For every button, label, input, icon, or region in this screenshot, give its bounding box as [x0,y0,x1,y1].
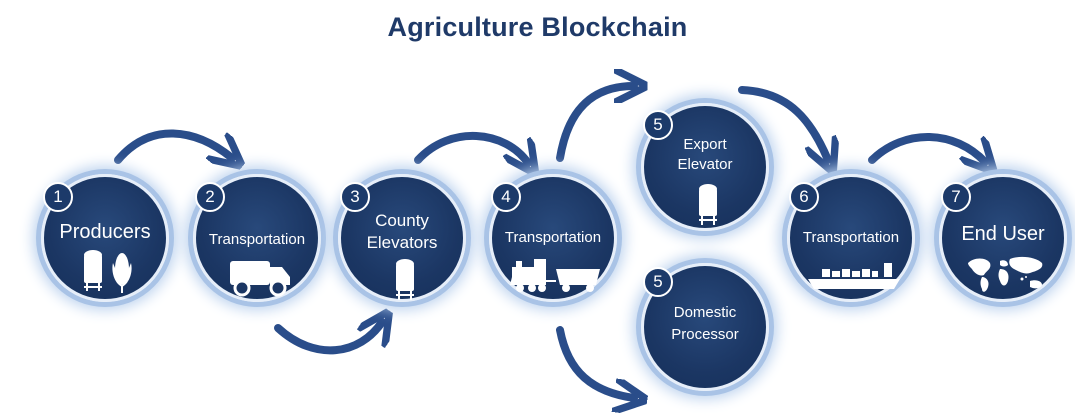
step-badge-3: 3 [340,182,370,212]
step-badge-1: 1 [43,182,73,212]
node-label: End User [961,223,1045,245]
step-badge-5-domestic: 5 [643,267,673,297]
step-badge-2: 2 [195,182,225,212]
arrow-4-to-5-domestic [556,326,634,398]
silo-and-corn-icon [84,250,132,293]
arrow-3-to-4 [414,132,528,163]
node-label: Transportation [208,231,306,248]
truck-icon [230,261,290,297]
arrow-6-to-7 [868,133,985,162]
node-county-elevators: County Elevators [338,174,466,302]
node-label: Transportation [802,229,900,246]
step-badge-4: 4 [491,182,521,212]
step-badge-5-export: 5 [643,110,673,140]
node-label: Producers [59,221,151,243]
node-label: Transportation [504,229,602,246]
arrow-2-to-3 [274,322,382,355]
node-label-line2: Elevator [677,156,733,173]
arrow-4-to-5-export [556,86,634,162]
silo-icon [396,259,414,300]
world-map-icon [968,256,1043,292]
node-label-line1: Domestic [673,304,737,321]
cargo-ship-icon [808,263,900,289]
node-label-line1: Export [683,136,727,153]
node-label-line1: County [375,211,429,230]
silo-icon [699,184,717,225]
diagram-title: Agriculture Blockchain [387,12,688,42]
arrow-5-to-6 [738,86,828,160]
step-badge-7: 7 [941,182,971,212]
node-label-line2: Processor [671,326,739,343]
train-icon [510,259,600,292]
step-badge-6: 6 [789,182,819,212]
arrow-1-to-2 [114,129,232,160]
node-label-line2: Elevators [366,233,438,252]
